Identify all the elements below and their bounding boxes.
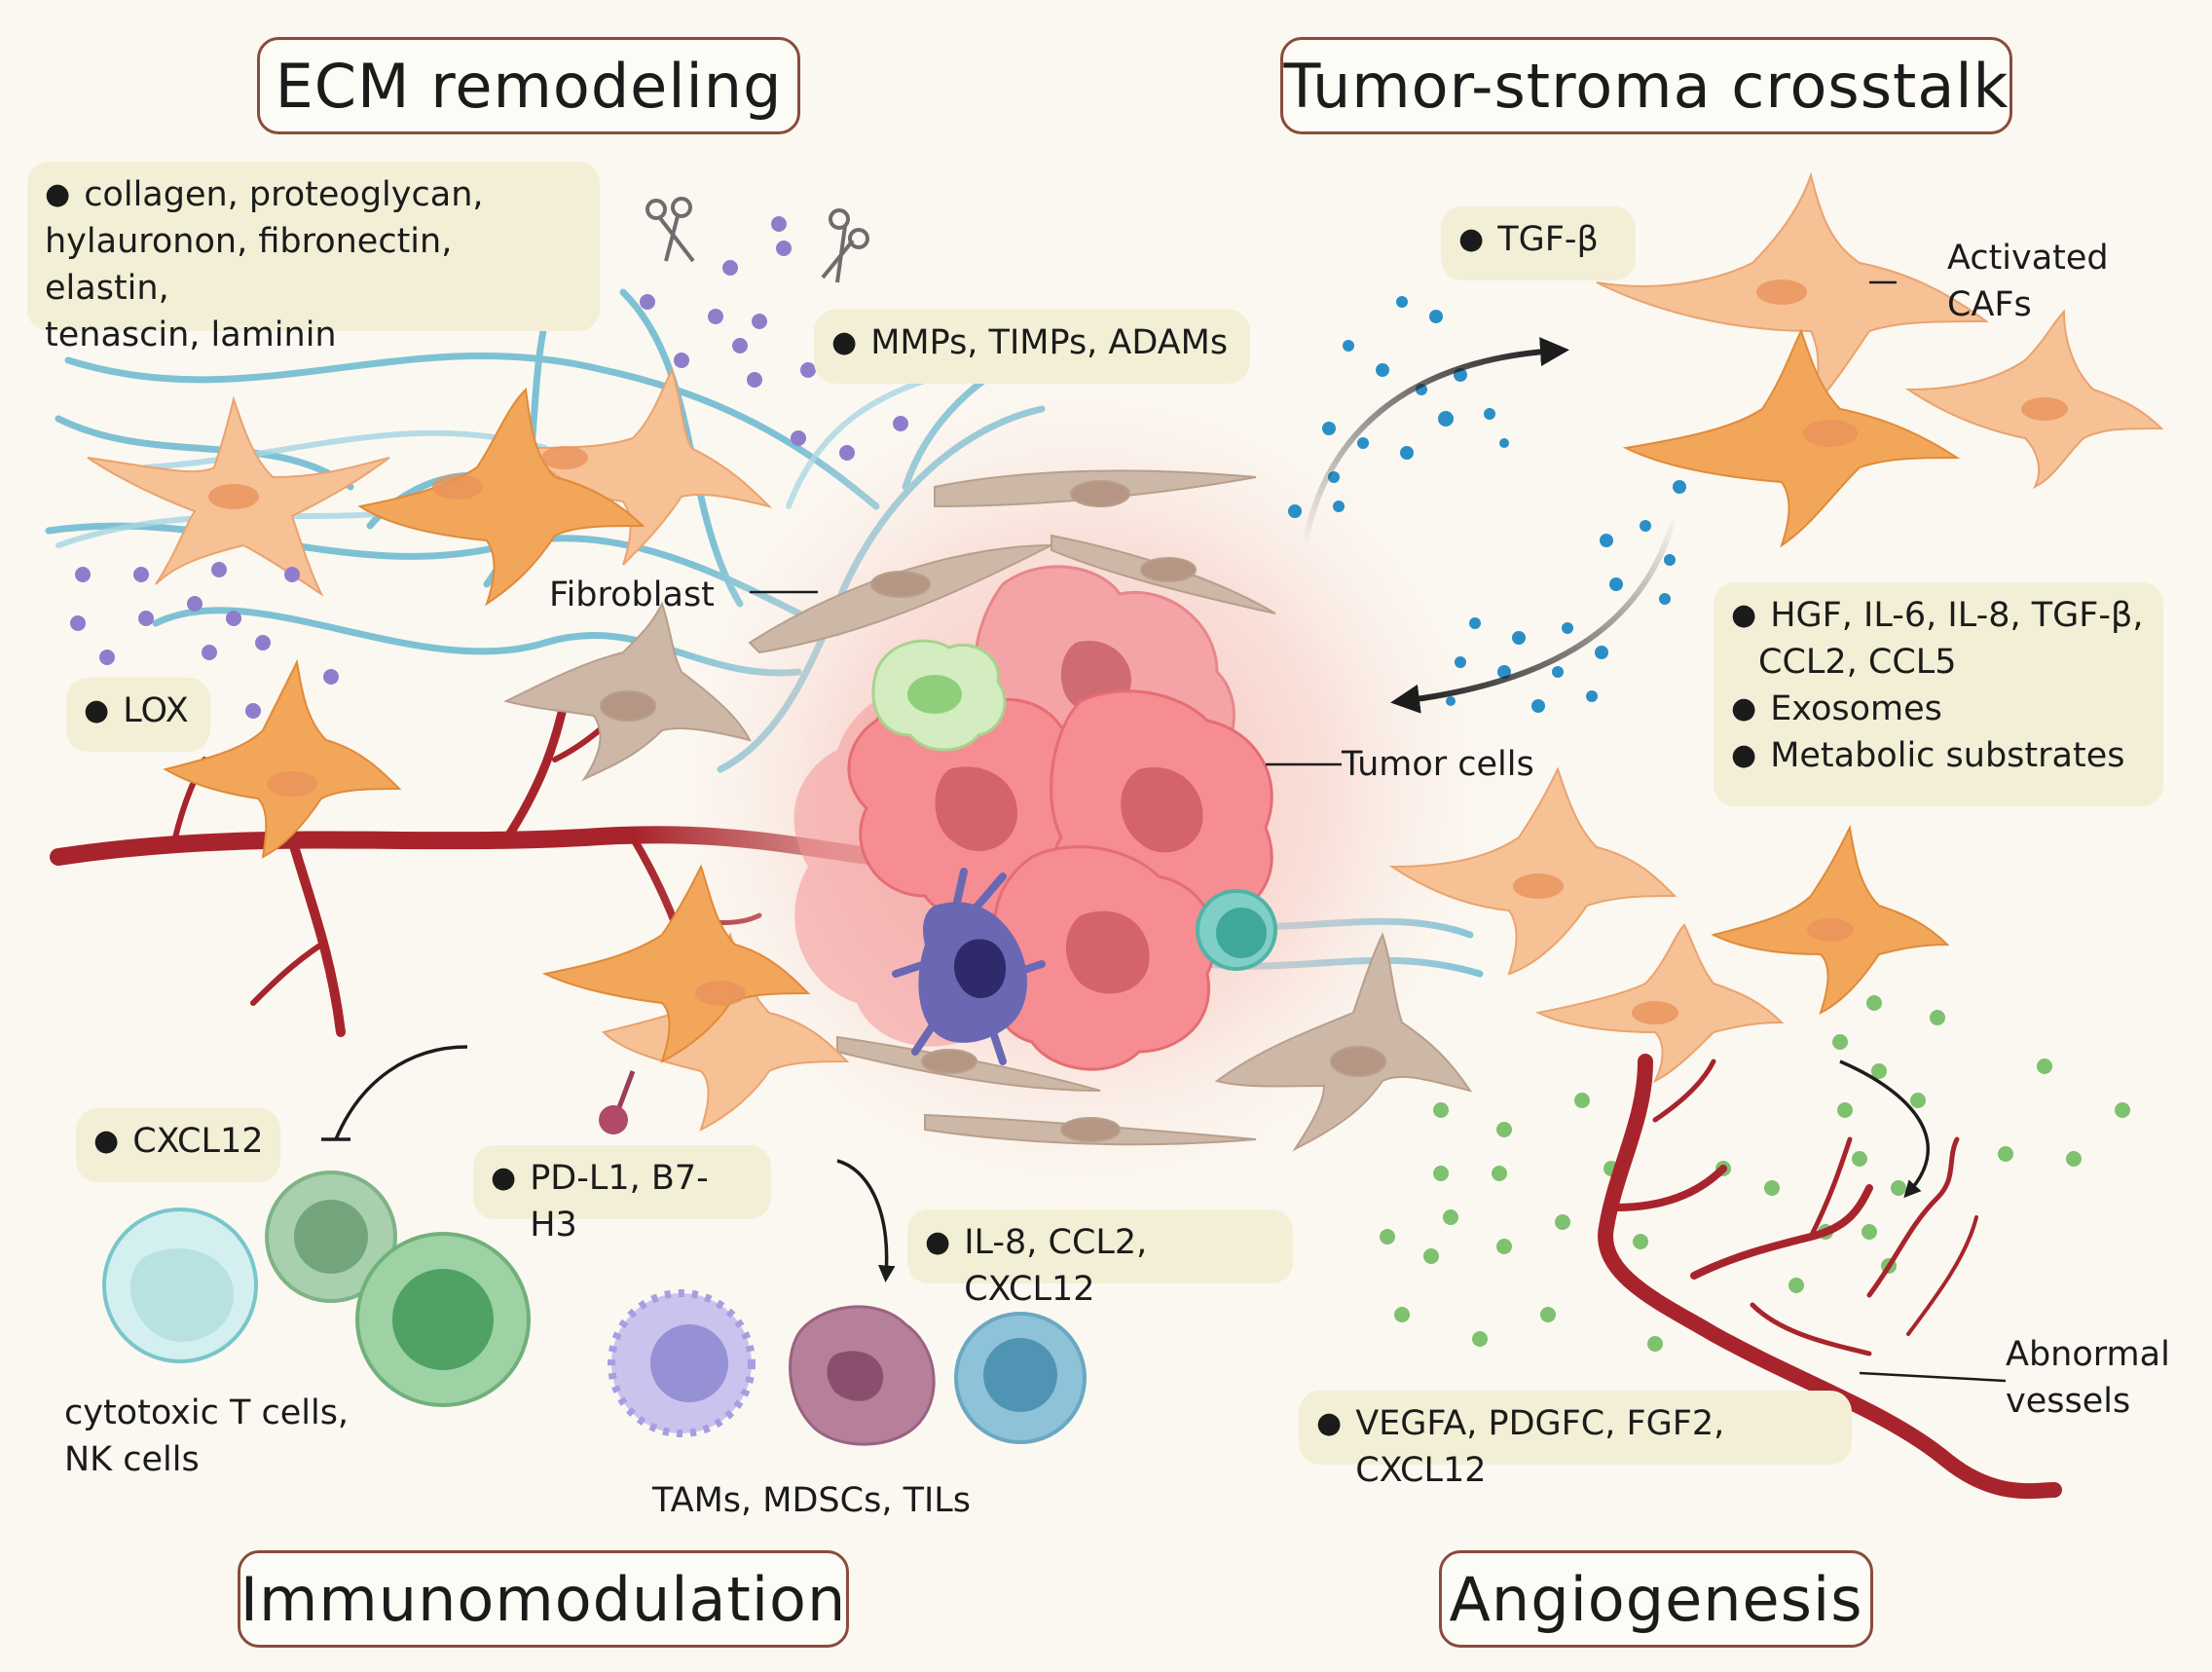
mmp-particles — [70, 216, 908, 719]
bullet: ● — [1458, 222, 1485, 256]
title-tumor-stroma-crosstalk: Tumor-stroma crosstalk — [1280, 37, 2012, 134]
ecm-line3: tenascin, laminin — [45, 316, 337, 354]
label-tams-mdscs-tils: TAMs, MDSCs, TILs — [652, 1481, 972, 1520]
title-immunomodulation: Immunomodulation — [238, 1550, 849, 1648]
label-activated-cafs-line2: CAFs — [1947, 285, 2032, 324]
secreted-item2: Exosomes — [1770, 689, 1942, 728]
note-il8: ● IL-8, CCL2, CXCL12 — [907, 1209, 1293, 1309]
pdl1-ligand — [599, 1070, 636, 1134]
tumor-immune-cells — [871, 639, 1277, 1065]
cytotoxic-cells — [102, 1170, 531, 1407]
title-ecm-remodeling: ECM remodeling — [257, 37, 800, 134]
caf-nuclei — [208, 279, 2068, 1024]
tgfb-text: TGF-β — [1497, 220, 1599, 259]
bullet: ● — [491, 1161, 517, 1195]
bullet: ● — [1731, 598, 1757, 632]
note-mmps: ● MMPs, TIMPs, ADAMs — [814, 310, 1250, 384]
note-ecm-components: ● collagen, proteoglycan, hylauronon, fib… — [27, 162, 600, 354]
immune-arrows — [321, 1045, 1930, 1282]
crosstalk-arrows — [1302, 337, 1677, 714]
label-abnormal-line1: Abnormal — [2006, 1335, 2170, 1374]
bullet: ● — [1316, 1406, 1343, 1440]
label-abnormal-line2: vessels — [2006, 1382, 2131, 1421]
label-tumor-cells: Tumor cells — [1342, 745, 1534, 784]
label-cytotoxic-line2: NK cells — [64, 1440, 200, 1479]
tumor-cells-cluster — [793, 565, 1273, 1071]
note-secreted-factors: ● HGF, IL-6, IL-8, TGF-β, CCL2, CCL5 ● Exo… — [1714, 582, 2163, 806]
caf-cells — [87, 171, 2164, 1132]
vegf-particles — [1380, 995, 2130, 1352]
secreted-item1-line2: CCL2, CCL5 — [1758, 643, 1957, 682]
label-cytotoxic-line1: cytotoxic T cells, — [64, 1393, 350, 1432]
cytokine-particles — [1288, 296, 1686, 713]
note-lox: ● LOX — [66, 678, 210, 752]
fibroblast-cells — [503, 469, 1473, 1152]
secreted-item1-line1: HGF, IL-6, IL-8, TGF-β, — [1770, 596, 2144, 635]
label-fibroblast: Fibroblast — [549, 576, 715, 614]
note-vegfa: ● VEGFA, PDGFC, FGF2, CXCL12 — [1299, 1391, 1852, 1490]
il8-text: IL-8, CCL2, CXCL12 — [964, 1223, 1148, 1309]
bullet: ● — [1731, 691, 1757, 725]
bullet: ● — [925, 1225, 951, 1259]
bullet: ● — [45, 177, 71, 211]
scissors-icon — [821, 208, 869, 283]
leader-lines — [750, 280, 2007, 1383]
label-activated-cafs-line1: Activated — [1947, 239, 2109, 278]
abnormal-vessel — [1598, 1054, 2062, 1500]
scissors-icon — [645, 197, 695, 263]
tam-mdsc-til-cells — [608, 1289, 1087, 1446]
vegfa-text: VEGFA, PDGFC, FGF2, CXCL12 — [1355, 1404, 1725, 1490]
bullet: ● — [93, 1124, 120, 1158]
title-angiogenesis: Angiogenesis — [1439, 1550, 1873, 1648]
note-pdl1: ● PD-L1, B7-H3 — [473, 1145, 771, 1245]
ecm-line1: collagen, proteoglycan, — [84, 175, 484, 214]
lox-text: LOX — [123, 691, 189, 730]
pdl1-text: PD-L1, B7-H3 — [530, 1159, 709, 1245]
ecm-line2: hylauronon, fibronectin, elastin, — [45, 222, 453, 308]
bullet: ● — [831, 325, 858, 359]
note-tgfb: ● TGF-β — [1441, 206, 1636, 280]
secreted-item3: Metabolic substrates — [1770, 736, 2125, 775]
mmps-text: MMPs, TIMPs, ADAMs — [870, 323, 1229, 362]
cxcl12-text: CXCL12 — [132, 1122, 264, 1161]
note-cxcl12: ● CXCL12 — [76, 1108, 280, 1182]
bullet: ● — [1731, 738, 1757, 772]
bullet: ● — [84, 693, 110, 727]
